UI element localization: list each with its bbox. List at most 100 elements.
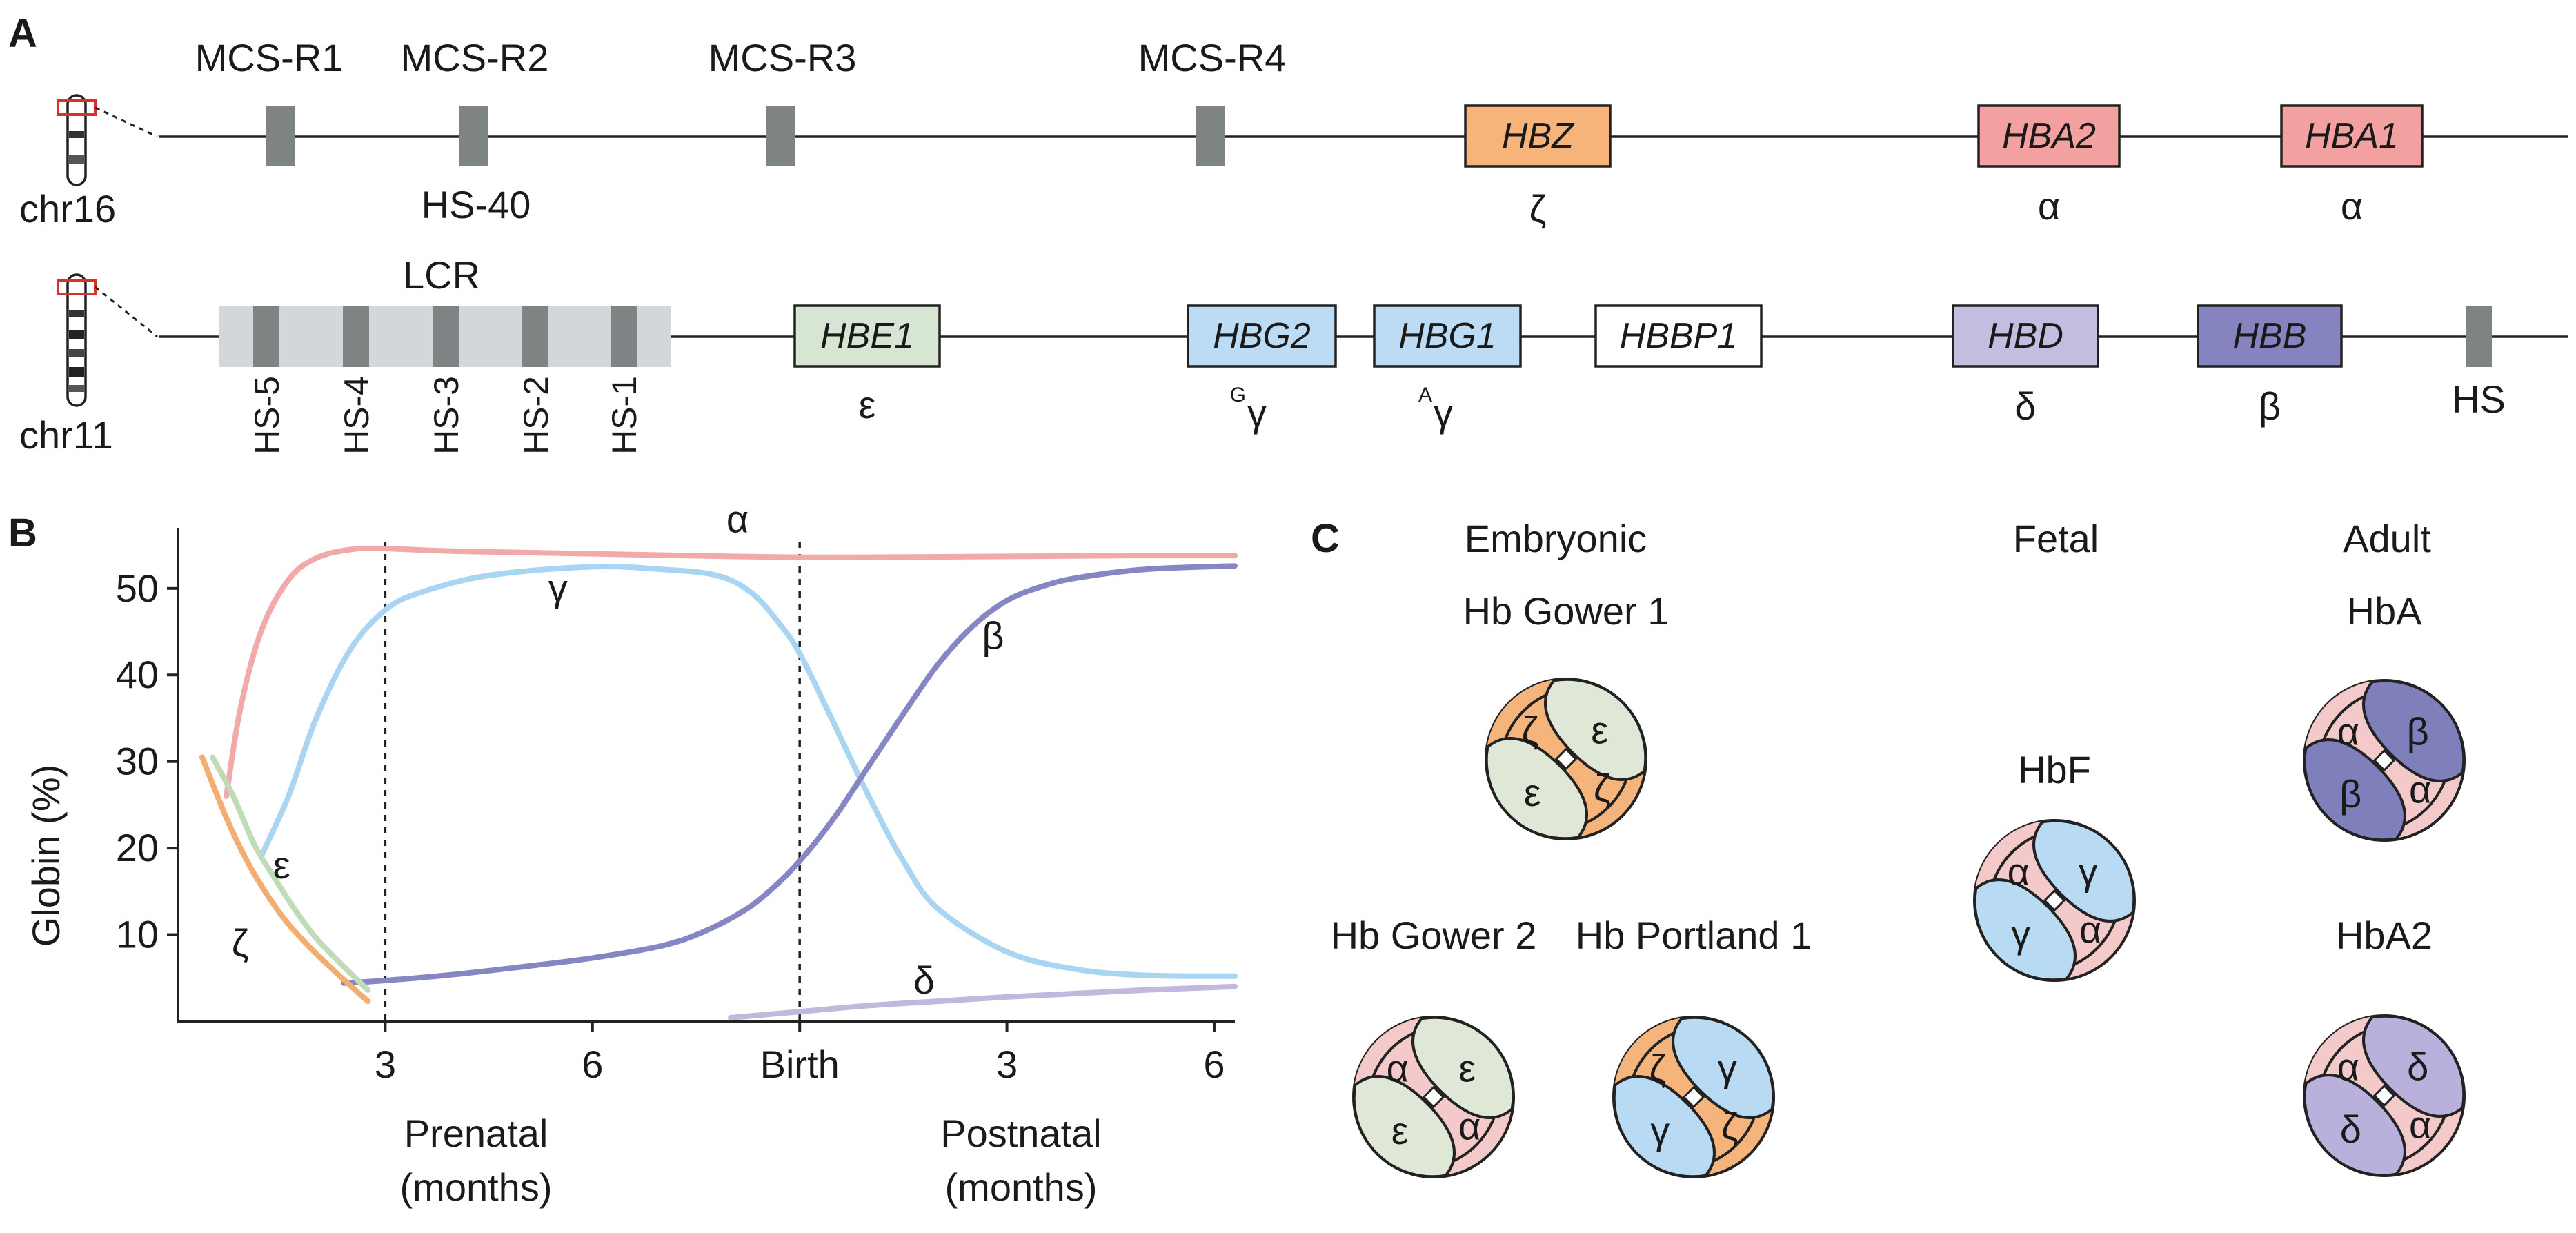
subunit-symbol: ε	[1391, 1109, 1409, 1152]
x-axis-label-postnatal: Postnatal	[940, 1112, 1102, 1155]
y-tick-label: 10	[116, 913, 159, 956]
panel-a: A chr16 MCS-R1 MCS-R2 MCS-R3 MCS-R4 HS-4…	[8, 11, 2568, 457]
mcs-r1-label: MCS-R1	[195, 36, 344, 79]
curve-label-gamma: γ	[548, 566, 568, 610]
hs-3-label: HS-3	[427, 376, 466, 455]
hs-2-block	[522, 306, 548, 367]
y-tick-labels: 10 20 30 40 50	[116, 566, 159, 956]
hba2-subunit: α	[2038, 184, 2060, 228]
tetramer-name: Hb Portland 1	[1576, 914, 1812, 957]
hemoglobin-tetramers: Hb Gower 1 ζ ε ε ζ Hb Gower 2 α ε ε α Hb…	[1331, 589, 2466, 1178]
chr11-label: chr11	[19, 413, 113, 457]
subunit-symbol: α	[2079, 907, 2101, 951]
y-tick-label: 40	[116, 653, 159, 696]
y-axis-label: Globin (%)	[24, 765, 68, 947]
panel-b-letter: B	[8, 511, 37, 555]
hbbp1-gene-label: HBBP1	[1620, 316, 1738, 356]
heme-pocket-icon	[2372, 1084, 2396, 1107]
subunit-symbol: γ	[2079, 850, 2098, 894]
x-tick-label: 3	[996, 1043, 1018, 1086]
chr16-ideogram-icon	[57, 94, 158, 186]
mcs-r4-block	[1196, 106, 1225, 166]
hbg1-gene-box	[1373, 304, 1522, 368]
heme-pocket-icon	[1422, 1085, 1445, 1109]
subunit-symbol: γ	[1650, 1109, 1670, 1152]
subunit-symbol: γ	[1718, 1047, 1737, 1090]
tetramer-hba2: HbA2 α δ δ α	[2303, 914, 2466, 1177]
hs-40-label: HS-40	[422, 183, 531, 226]
x-tick-label: Birth	[760, 1043, 840, 1086]
chr16-label: chr16	[19, 187, 116, 230]
x-axis-unit-prenatal: (months)	[400, 1165, 553, 1209]
column-fetal: Fetal	[2013, 517, 2099, 560]
series-line-gamma	[258, 564, 1238, 979]
hbg1-gene-label: HBG1	[1398, 316, 1496, 356]
y-tick-label: 30	[116, 740, 159, 783]
heme-pocket-icon	[2043, 889, 2066, 912]
hs-4-block	[343, 306, 369, 367]
heme-pocket-icon	[1682, 1085, 1705, 1109]
subunit-symbol: α	[2409, 767, 2431, 811]
subunit-lobe-bl	[1973, 878, 2077, 982]
subunit-symbol: α	[2337, 1045, 2359, 1089]
column-embryonic: Embryonic	[1465, 517, 1647, 560]
hbd-gene-label: HBD	[1988, 316, 2063, 356]
curve-label-zeta: ζ	[232, 921, 249, 965]
subunit-symbol: α	[2008, 850, 2030, 894]
hbe1-gene-box	[793, 304, 941, 368]
subunit-lobe-tr	[1411, 1016, 1515, 1119]
hs-4-label: HS-4	[337, 376, 376, 455]
subunit-lobe-bl	[2303, 738, 2406, 842]
mcs-r2-block	[459, 106, 488, 166]
hba1-subunit: α	[2341, 184, 2363, 228]
subunit-lobe-tr	[1672, 1016, 1775, 1119]
subunit-symbol: δ	[2407, 1045, 2428, 1089]
x-tick-labels: 3 6 Birth 3 6	[375, 1043, 1225, 1086]
hs-5-block	[253, 306, 279, 367]
subunit-symbol: ζ	[1521, 709, 1538, 752]
hbz-gene-label: HBZ	[1502, 116, 1575, 156]
heme-pocket-icon	[1554, 747, 1578, 771]
y-tick-label: 20	[116, 826, 159, 869]
panel-c-letter: C	[1311, 516, 1340, 561]
hbb-gene-label: HBB	[2233, 316, 2307, 356]
hs-5-label: HS-5	[248, 376, 286, 455]
hbb-gene-box	[2197, 304, 2343, 368]
tetramer-name: HbA2	[2336, 914, 2433, 957]
tetramer-name: Hb Gower 1	[1463, 589, 1670, 633]
curve-label-beta: β	[982, 614, 1004, 658]
plot-area	[167, 528, 1238, 1032]
subunit-symbol: ζ	[1721, 1104, 1738, 1147]
x-tick-label: 6	[1203, 1043, 1225, 1086]
tetramer-hb-gower-2: Hb Gower 2 α ε ε α	[1331, 914, 1537, 1178]
subunit-lobe-tr	[2362, 1014, 2466, 1118]
hbg2-subunit-superscript: G	[1230, 384, 1246, 406]
series-line-beta	[341, 563, 1238, 986]
tetramer-hba: HbA α β β α	[2303, 589, 2466, 842]
subunit-lobe-bl	[2303, 1074, 2406, 1177]
hbg1-subunit: γ	[1434, 391, 1453, 435]
hba2-gene-box	[1977, 104, 2121, 168]
curve-labels: α γ β δ ε ζ	[232, 497, 1004, 1002]
subunit-lobe-tr	[1544, 678, 1647, 781]
subunit-symbol: α	[2409, 1103, 2431, 1146]
hbz-gene-box	[1464, 104, 1612, 168]
hs-3prime-label: HS	[2452, 377, 2506, 421]
subunit-symbol: β	[2339, 772, 2361, 816]
subunit-symbol: ε	[1458, 1047, 1476, 1090]
curve-label-epsilon: ε	[273, 843, 290, 887]
mcs-r2-label: MCS-R2	[401, 36, 549, 79]
subunit-symbol: α	[1387, 1047, 1409, 1090]
chr11-ideogram-icon	[57, 273, 158, 407]
hbe1-subunit: ε	[859, 383, 876, 426]
tetramer-hb-gower-1: Hb Gower 1 ζ ε ε ζ	[1463, 589, 1670, 840]
lcr-label: LCR	[403, 253, 480, 297]
tetramer-name: Hb Gower 2	[1331, 914, 1537, 957]
subunit-lobe-tr	[2362, 679, 2466, 782]
tetramer-name: HbF	[2018, 748, 2091, 791]
x-tick-label: 6	[582, 1043, 603, 1086]
hbb-subunit: β	[2259, 384, 2281, 428]
hbg2-gene-box	[1187, 304, 1337, 368]
x-axis-unit-postnatal: (months)	[945, 1165, 1098, 1209]
hbe1-gene-label: HBE1	[820, 316, 914, 356]
